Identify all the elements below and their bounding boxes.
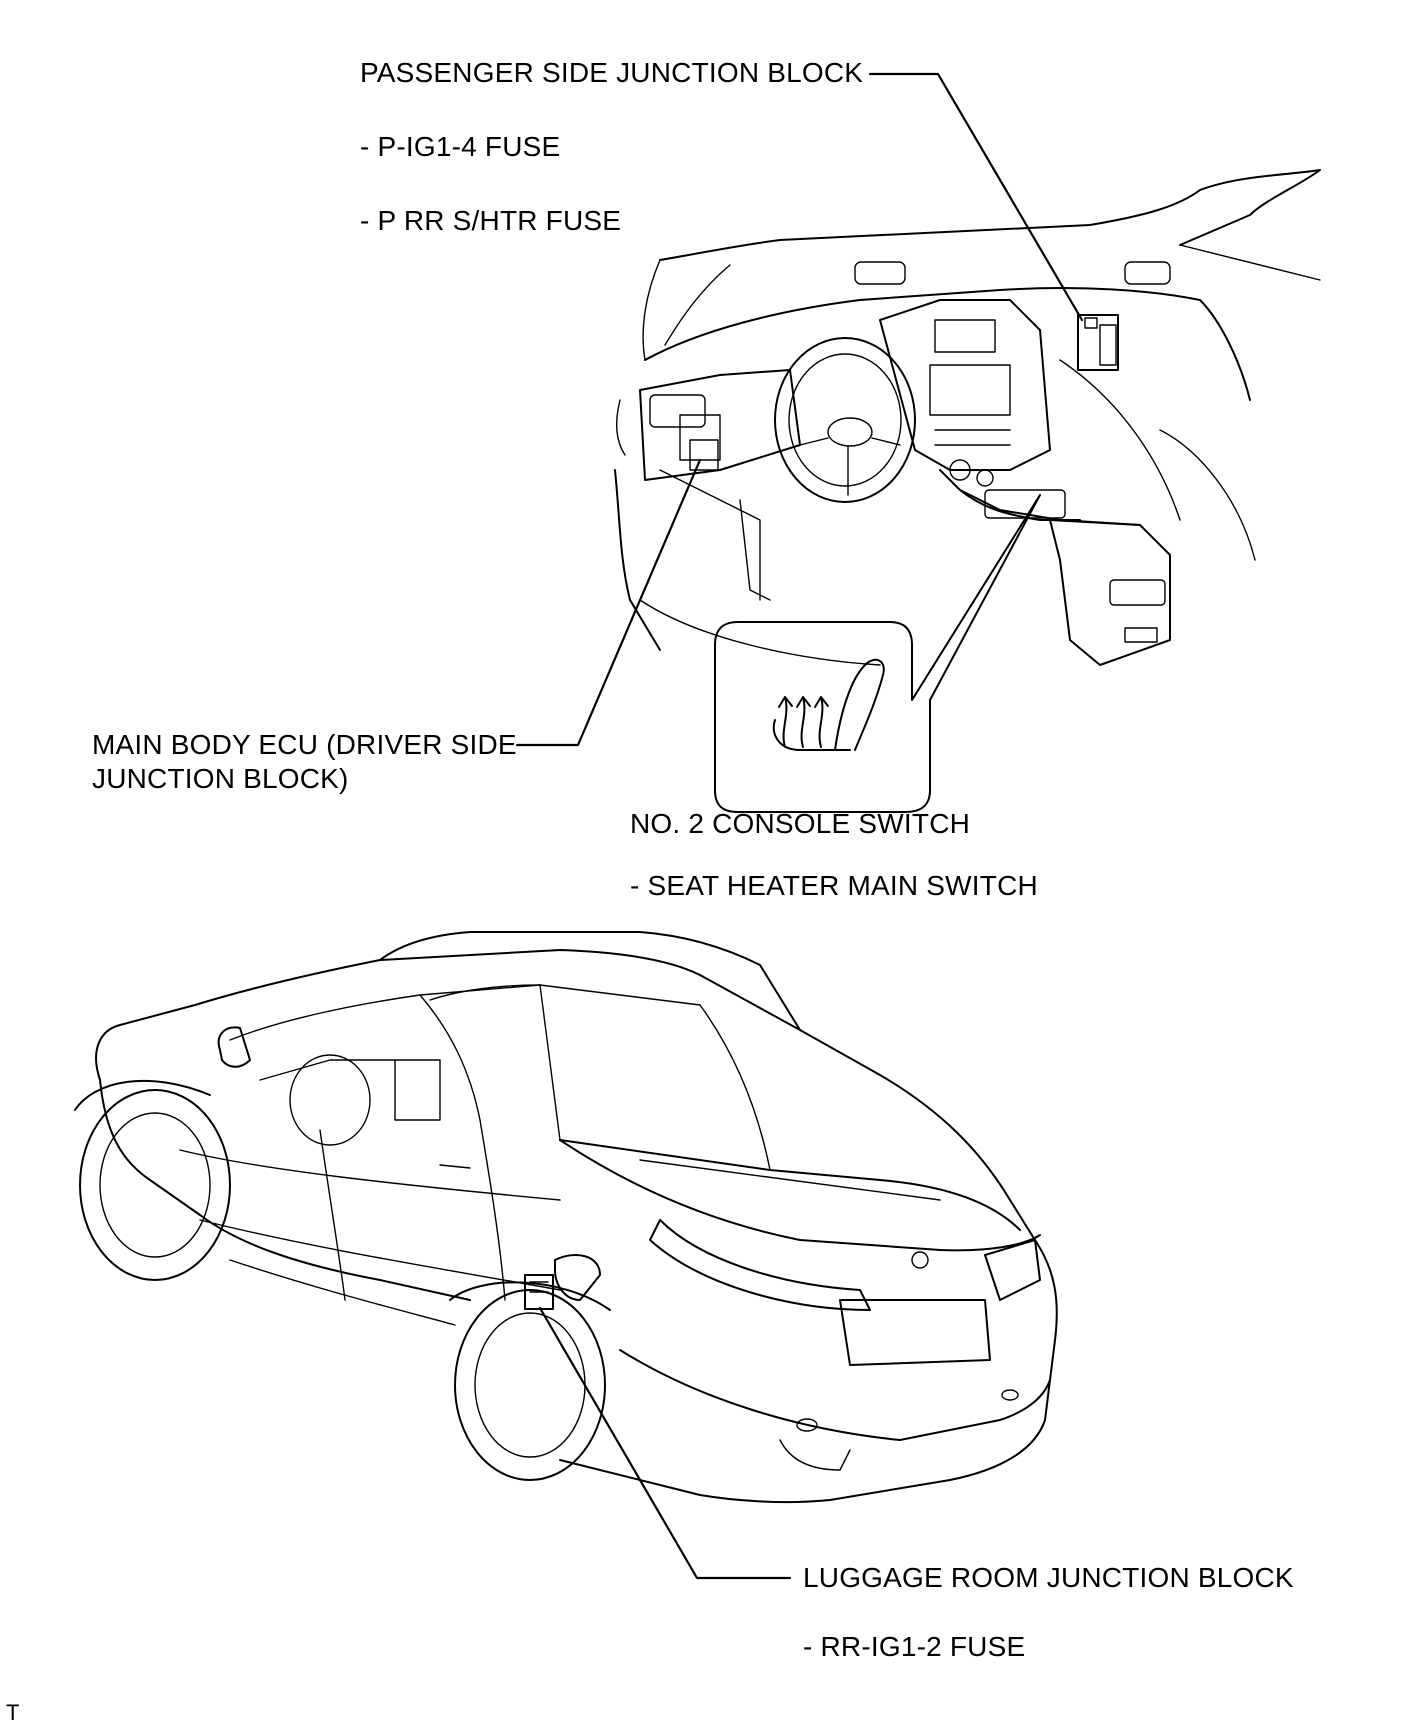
luggage-jb-title: LUGGAGE ROOM JUNCTION BLOCK	[803, 1562, 1294, 1593]
console-switch-title: NO. 2 CONSOLE SWITCH	[630, 808, 971, 839]
passenger-jb-fuse-1: - P-IG1-4 FUSE	[360, 131, 561, 162]
leader-luggage-jb	[538, 1306, 792, 1580]
leader-passenger-jb	[868, 72, 1084, 322]
passenger-jb-fuse-2: - P RR S/HTR FUSE	[360, 205, 622, 236]
leader-lines	[515, 72, 1084, 1580]
instrument-panel-drawing	[614, 169, 1321, 666]
seat-heater-icon	[772, 658, 885, 751]
main-body-ecu-line-1: MAIN BODY ECU (DRIVER SIDE	[92, 729, 517, 760]
seat-heater-switch-callout	[714, 494, 1041, 813]
luggage-jb-fuse: - RR-IG1-2 FUSE	[803, 1631, 1026, 1662]
corner-mark: T	[6, 1700, 20, 1725]
leader-main-body-ecu	[515, 458, 702, 747]
passenger-jb-title: PASSENGER SIDE JUNCTION BLOCK	[360, 57, 864, 88]
vehicle-exterior-drawing	[74, 931, 1058, 1504]
main-body-ecu-line-2: JUNCTION BLOCK)	[92, 763, 349, 794]
console-switch-item: - SEAT HEATER MAIN SWITCH	[630, 870, 1038, 901]
